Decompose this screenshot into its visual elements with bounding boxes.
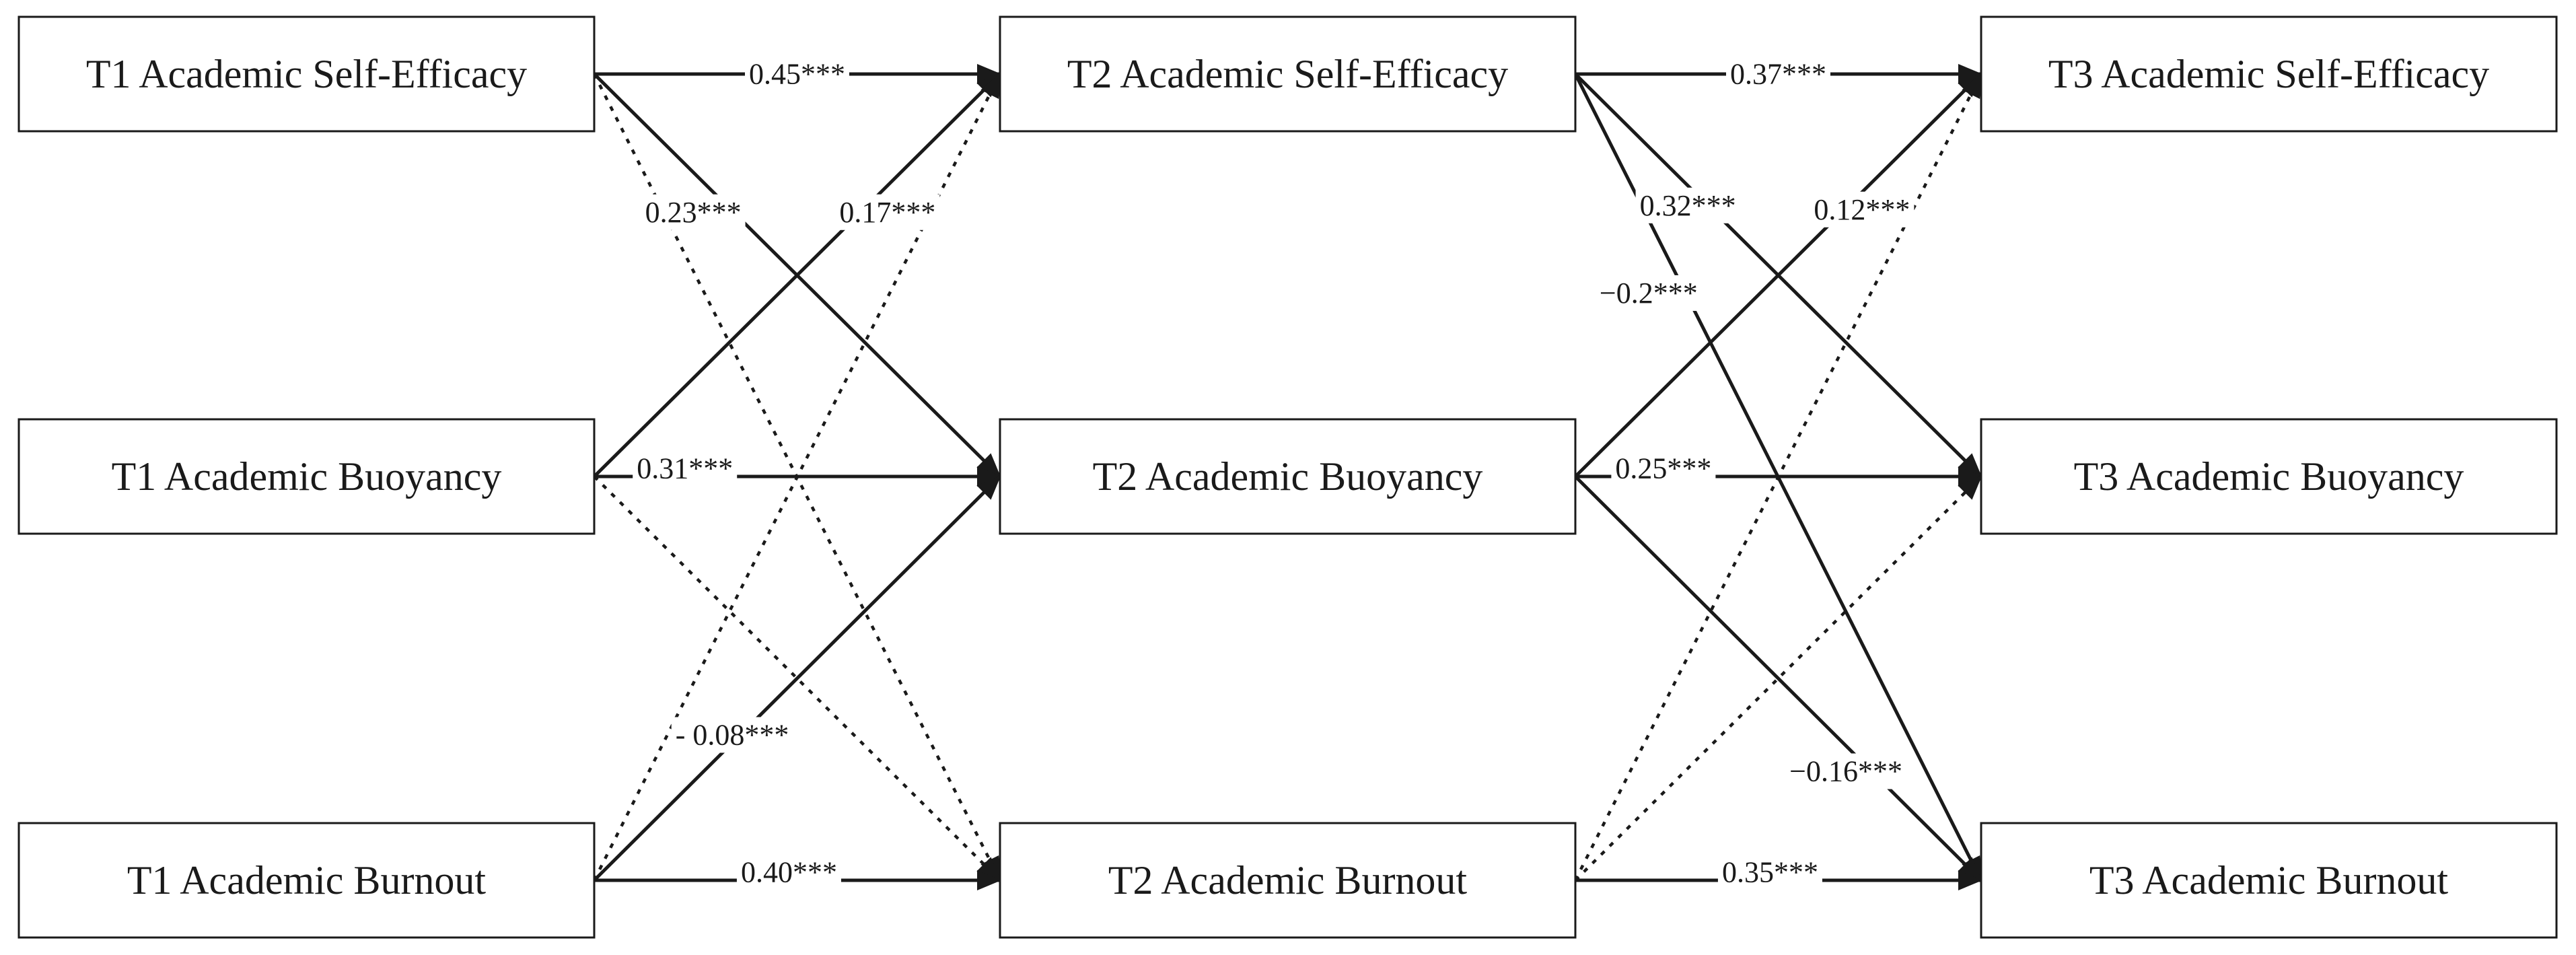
node-t2-ab: T2 Academic Buoyancy — [999, 418, 1577, 535]
edge-t1-abo-to-t2-ab — [593, 475, 1001, 882]
node-t2-abo: T2 Academic Burnout — [999, 822, 1577, 939]
edge-label-t1-abo-to-t2-ab: - 0.08*** — [671, 717, 793, 753]
node-box — [17, 822, 596, 939]
edge-label-t2-ase-to-t3-ase: 0.37*** — [1726, 56, 1830, 92]
node-box — [1980, 15, 2558, 133]
edge-label-t1-ab-to-t2-ase: 0.17*** — [835, 194, 940, 230]
node-label: T3 Academic Burnout — [2089, 858, 2449, 903]
edge-label-t2-abo-to-t3-abo: 0.35*** — [1717, 854, 1822, 890]
edge-coefficient: 0.45*** — [749, 58, 845, 91]
node-box — [17, 15, 596, 133]
edge-label-background — [641, 194, 746, 230]
node-t3-ab: T3 Academic Buoyancy — [1980, 418, 2558, 535]
node-t1-ase: T1 Academic Self-Efficacy — [17, 15, 596, 133]
node-label: T1 Academic Self-Efficacy — [86, 52, 527, 96]
node-t1-ab: T1 Academic Buoyancy — [17, 418, 596, 535]
node-label: T1 Academic Buoyancy — [112, 454, 502, 499]
edge-label-t2-ab-to-t3-ab: 0.25*** — [1611, 450, 1716, 487]
edge-label-background — [1611, 450, 1716, 487]
edge-label-t1-ab-to-t2-ab: 0.31*** — [633, 450, 738, 487]
edge-label-t1-ase-to-t2-ab: 0.23*** — [641, 194, 746, 230]
node-t2-ase: T2 Academic Self-Efficacy — [999, 15, 1577, 133]
edge-label-background — [671, 717, 793, 753]
edge-coefficient: 0.23*** — [645, 196, 742, 229]
edge-t2-ab-to-t3-abo — [1574, 475, 1982, 882]
edge-label-background — [1717, 854, 1822, 890]
node-box — [17, 418, 596, 535]
edge-label-t1-abo-to-t2-abo: 0.40*** — [736, 854, 841, 890]
edge-labels-layer: 0.45*** 0.23*** 0.17*** 0.31*** - 0.08*** 0.4… — [633, 56, 1915, 890]
node-label: T2 Academic Burnout — [1108, 858, 1468, 903]
edge-label-t2-ase-to-t3-abo: −0.2*** — [1595, 275, 1702, 311]
node-box — [1980, 822, 2558, 939]
edge-t2-ab-to-t3-ase — [1574, 73, 1982, 478]
node-label: T3 Academic Buoyancy — [2074, 454, 2464, 499]
node-label: T3 Academic Self-Efficacy — [2048, 52, 2489, 96]
edge-coefficient: −0.16*** — [1789, 755, 1902, 788]
edge-coefficient: −0.2*** — [1600, 277, 1698, 310]
edge-label-background — [633, 450, 738, 487]
edge-coefficient: 0.17*** — [839, 196, 935, 229]
edge-label-background — [745, 56, 849, 92]
edge-label-background — [1595, 275, 1702, 311]
node-box — [999, 822, 1577, 939]
edge-label-background — [1785, 753, 1907, 789]
edge-label-t2-ase-to-t3-ab: 0.32*** — [1635, 187, 1740, 223]
nodes-layer: T1 Academic Self-Efficacy T2 Academic Sel… — [17, 15, 2558, 939]
node-box — [999, 15, 1577, 133]
node-label: T1 Academic Burnout — [127, 858, 487, 903]
node-label: T2 Academic Self-Efficacy — [1067, 52, 1508, 96]
edge-label-background — [1635, 187, 1740, 223]
edge-coefficient: 0.40*** — [741, 856, 837, 889]
node-box — [1980, 418, 2558, 535]
node-t3-ase: T3 Academic Self-Efficacy — [1980, 15, 2558, 133]
edge-coefficient: 0.12*** — [1814, 193, 1910, 226]
node-t1-abo: T1 Academic Burnout — [17, 822, 596, 939]
edge-label-t2-ab-to-t3-ase: 0.12*** — [1810, 191, 1915, 227]
edge-coefficient: 0.32*** — [1640, 189, 1736, 222]
edge-label-t2-ab-to-t3-abo: −0.16*** — [1785, 753, 1907, 789]
edge-label-background — [835, 194, 940, 230]
edge-coefficient: - 0.08*** — [676, 719, 789, 752]
edge-coefficient: 0.31*** — [637, 452, 733, 485]
edge-t1-ab-to-t2-ase — [593, 73, 1001, 478]
edge-t2-abo-to-t3-ab — [1574, 475, 1982, 882]
node-box — [999, 418, 1577, 535]
edge-label-background — [736, 854, 841, 890]
edge-label-background — [1726, 56, 1830, 92]
edge-t1-ab-to-t2-abo — [593, 475, 1001, 882]
node-t3-abo: T3 Academic Burnout — [1980, 822, 2558, 939]
edge-label-t1-ase-to-t2-ase: 0.45*** — [745, 56, 849, 92]
edge-coefficient: 0.25*** — [1615, 452, 1711, 485]
edge-coefficient: 0.37*** — [1730, 58, 1826, 91]
edge-coefficient: 0.35*** — [1722, 856, 1818, 889]
node-label: T2 Academic Buoyancy — [1093, 454, 1483, 499]
edge-label-background — [1810, 191, 1915, 227]
